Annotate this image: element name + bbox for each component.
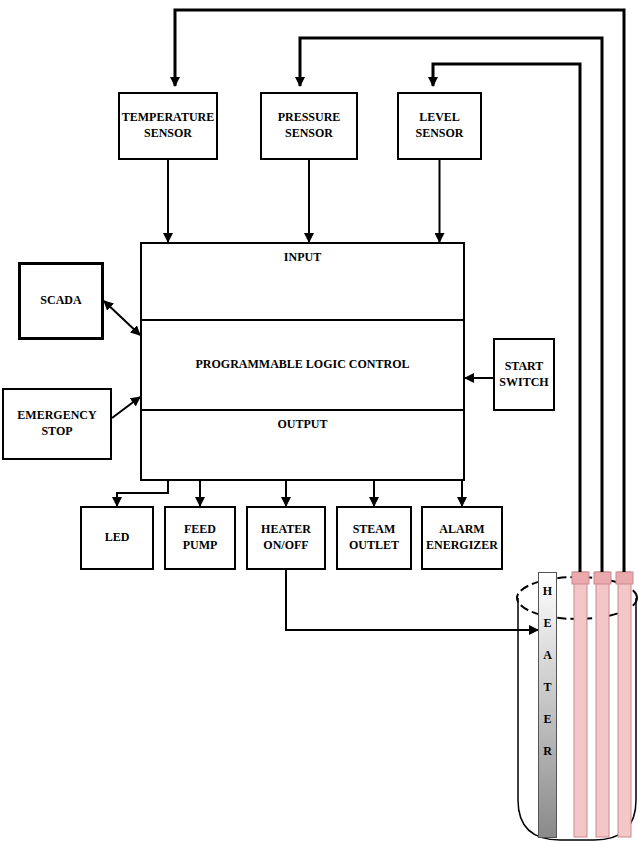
output-box: LED: [80, 506, 154, 570]
sensor-box: LEVEL SENSOR: [397, 92, 482, 160]
box-label: EMERGENCY STOP: [8, 408, 106, 439]
connector-arrow: [286, 570, 538, 630]
connector-arrow: [167, 160, 169, 242]
connector-arrow: [117, 481, 168, 506]
box-label: LED: [105, 530, 130, 546]
output-box: STEAM OUTLET: [336, 506, 412, 570]
box-label: START SWITCH: [499, 359, 549, 390]
connector-arrow: [439, 160, 441, 242]
box-label: PRESSURE SENSOR: [266, 110, 352, 141]
connector-arrow: [104, 301, 140, 335]
sensor-box: TEMPERATURE SENSOR: [118, 92, 218, 160]
plc-output-band: OUTPUT: [140, 409, 465, 481]
connector-arrow: [199, 481, 201, 506]
output-box: ALARM ENERGIZER: [421, 506, 503, 570]
scada-box: SCADA: [18, 262, 104, 340]
connector-arrow: [285, 481, 287, 506]
box-label: OUTPUT: [277, 417, 327, 433]
connector-arrow: [373, 481, 375, 506]
connector-arrow: [461, 481, 463, 506]
emergency-stop-box: EMERGENCY STOP: [2, 388, 112, 460]
plc-input-band: INPUT: [140, 242, 465, 321]
plc-control-band: PROGRAMMABLE LOGIC CONTROL: [140, 319, 465, 411]
start-switch-box: START SWITCH: [493, 338, 555, 411]
box-label: INPUT: [284, 250, 321, 266]
output-box: HEATER ON/OFF: [246, 506, 326, 570]
output-box: FEED PUMP: [164, 506, 236, 570]
box-label: LEVEL SENSOR: [403, 110, 476, 141]
box-label: FEED PUMP: [170, 522, 230, 553]
sensor-box: PRESSURE SENSOR: [260, 92, 358, 160]
box-label: STEAM OUTLET: [342, 522, 406, 553]
connector-arrow: [112, 397, 140, 418]
heater-label: HEATER: [542, 575, 554, 767]
box-label: TEMPERATURE SENSOR: [122, 110, 214, 141]
box-label: HEATER ON/OFF: [252, 522, 320, 553]
box-label: ALARM ENERGIZER: [426, 522, 498, 553]
sensor-probes: [572, 572, 633, 837]
connector-arrow: [465, 377, 493, 379]
box-label: SCADA: [40, 293, 81, 309]
box-label: PROGRAMMABLE LOGIC CONTROL: [195, 357, 409, 373]
connector-arrow: [308, 160, 310, 242]
heater-element: HEATER: [538, 572, 557, 838]
